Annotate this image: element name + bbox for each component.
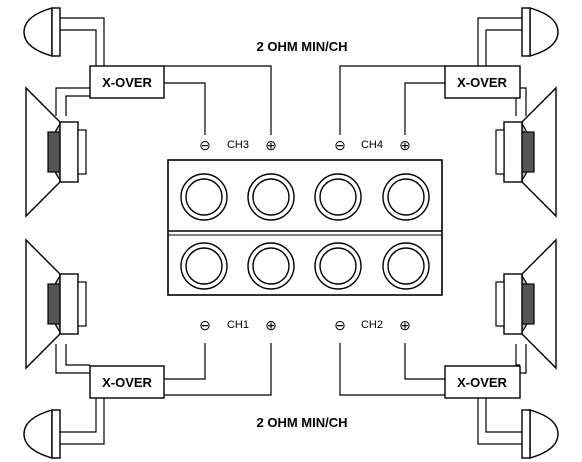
tweeter-bottom-left (23, 409, 61, 459)
ch2-plus-terminal: ⊕ (399, 317, 411, 333)
wire-ch2-plus (404, 343, 445, 380)
ch4-minus-terminal: ⊖ (334, 137, 346, 153)
ch1-plus-terminal: ⊕ (265, 317, 277, 333)
crossover-bottom-right: X-OVER (444, 365, 521, 399)
amp-wires (164, 65, 445, 396)
rca-knob-7[interactable] (314, 242, 362, 290)
ch2-label: CH2 (361, 319, 383, 331)
wire-ch3-minus (164, 82, 206, 135)
ch1-label: CH1 (227, 319, 249, 331)
rca-knob-2[interactable] (247, 173, 295, 221)
rca-knob-8[interactable] (382, 242, 430, 290)
ch3-plus-terminal: ⊕ (265, 137, 277, 153)
rca-knob-5[interactable] (180, 242, 228, 290)
crossover-label: X-OVER (102, 75, 152, 90)
rca-knob-3[interactable] (314, 173, 362, 221)
wire-ch4-minus (339, 65, 445, 135)
ch2-minus-terminal: ⊖ (334, 317, 346, 333)
ch3-label: CH3 (227, 139, 249, 151)
tweeter-bottom-right (521, 409, 559, 459)
wire-ch4-plus (404, 82, 445, 135)
rca-knob-1[interactable] (180, 173, 228, 221)
wire-ch3-plus (164, 65, 272, 135)
tweeter-top-right (521, 7, 559, 57)
wire-ch2-minus (339, 343, 445, 396)
crossover-bottom-left: X-OVER (89, 365, 165, 399)
impedance-title-bottom: 2 OHM MIN/CH (257, 415, 348, 430)
wire-ch1-plus (164, 343, 272, 396)
tweeter-top-left (23, 7, 61, 57)
wire-ch1-minus (164, 343, 206, 380)
crossover-top-right: X-OVER (444, 65, 521, 99)
ch4-label: CH4 (361, 139, 383, 151)
rca-knob-6[interactable] (247, 242, 295, 290)
ch3-minus-terminal: ⊖ (199, 137, 211, 153)
crossover-label: X-OVER (457, 375, 507, 390)
ch1-minus-terminal: ⊖ (199, 317, 211, 333)
crossover-label: X-OVER (102, 375, 152, 390)
crossover-label: X-OVER (457, 75, 507, 90)
rca-knob-4[interactable] (382, 173, 430, 221)
crossover-top-left: X-OVER (89, 65, 165, 99)
amplifier-panel (167, 159, 443, 296)
ch4-plus-terminal: ⊕ (399, 137, 411, 153)
impedance-title-top: 2 OHM MIN/CH (257, 39, 348, 54)
